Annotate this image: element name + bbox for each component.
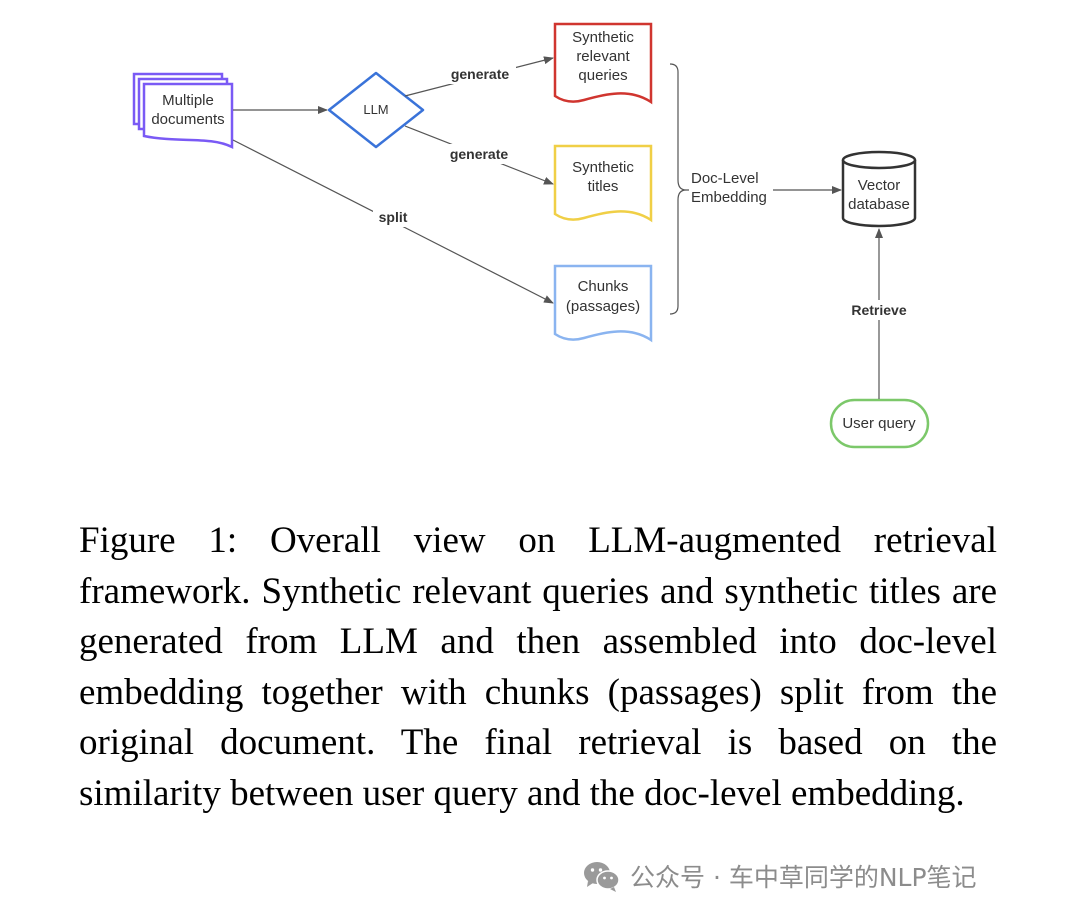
- doc-level-label-line1: Doc-Level: [691, 170, 759, 187]
- titles-label-line1: Synthetic: [572, 159, 634, 176]
- llm-to-titles-edge: generate: [404, 125, 554, 185]
- queries-label-line3: queries: [578, 67, 627, 84]
- documents-to-chunks-edge: split: [232, 139, 554, 304]
- llm-node: LLM: [327, 71, 425, 149]
- framework-diagram: Multiple documents LLM Synthetic relevan…: [132, 22, 930, 449]
- retrieve-edge: Retrieve: [845, 228, 913, 399]
- watermark: 公众号 · 车中草同学的NLP笔记: [582, 856, 977, 896]
- chunks-node: Chunks (passages): [553, 264, 653, 343]
- titles-shape: [553, 144, 653, 223]
- generate-titles-label: generate: [450, 146, 509, 162]
- generate-queries-label: generate: [451, 66, 510, 82]
- queries-label-line2: relevant: [576, 48, 630, 65]
- queries-label-line1: Synthetic: [572, 29, 634, 46]
- titles-label-line2: titles: [588, 178, 619, 195]
- titles-node: Synthetic titles: [553, 144, 653, 223]
- user-query-label: User query: [842, 415, 916, 432]
- split-label: split: [379, 209, 408, 225]
- figure-caption: Figure 1: Overall view on LLM-augmented …: [79, 520, 997, 814]
- llm-label: LLM: [363, 102, 388, 117]
- chunks-label-line1: Chunks: [578, 278, 629, 295]
- watermark-text: 公众号 · 车中草同学的NLP笔记: [630, 863, 977, 892]
- grouping-bracket: [669, 63, 687, 315]
- documents-shape: [142, 82, 234, 150]
- retrieve-label: Retrieve: [851, 302, 906, 318]
- vector-db-label-line1: Vector: [858, 177, 901, 194]
- llm-diamond: [327, 71, 425, 149]
- documents-label-line2: documents: [151, 111, 224, 128]
- vector-db-label-line2: database: [848, 196, 910, 213]
- documents-node: Multiple documents: [132, 72, 234, 150]
- chunks-label-line2: (passages): [566, 298, 640, 315]
- doc-level-label-line2: Embedding: [691, 189, 767, 206]
- vector-db-node: Vector database: [841, 150, 917, 228]
- documents-label-line1: Multiple: [162, 92, 214, 109]
- queries-node: Synthetic relevant queries: [553, 22, 653, 105]
- chunks-shape: [553, 264, 653, 343]
- llm-to-queries-edge: generate: [404, 56, 554, 97]
- vector-db-shape: [841, 160, 917, 228]
- embedding-edge: Doc-Level Embedding: [686, 169, 842, 209]
- wechat-icon: [584, 862, 620, 892]
- user-query-node: User query: [829, 398, 930, 449]
- user-query-shape: [829, 398, 930, 449]
- queries-shape: [553, 22, 653, 105]
